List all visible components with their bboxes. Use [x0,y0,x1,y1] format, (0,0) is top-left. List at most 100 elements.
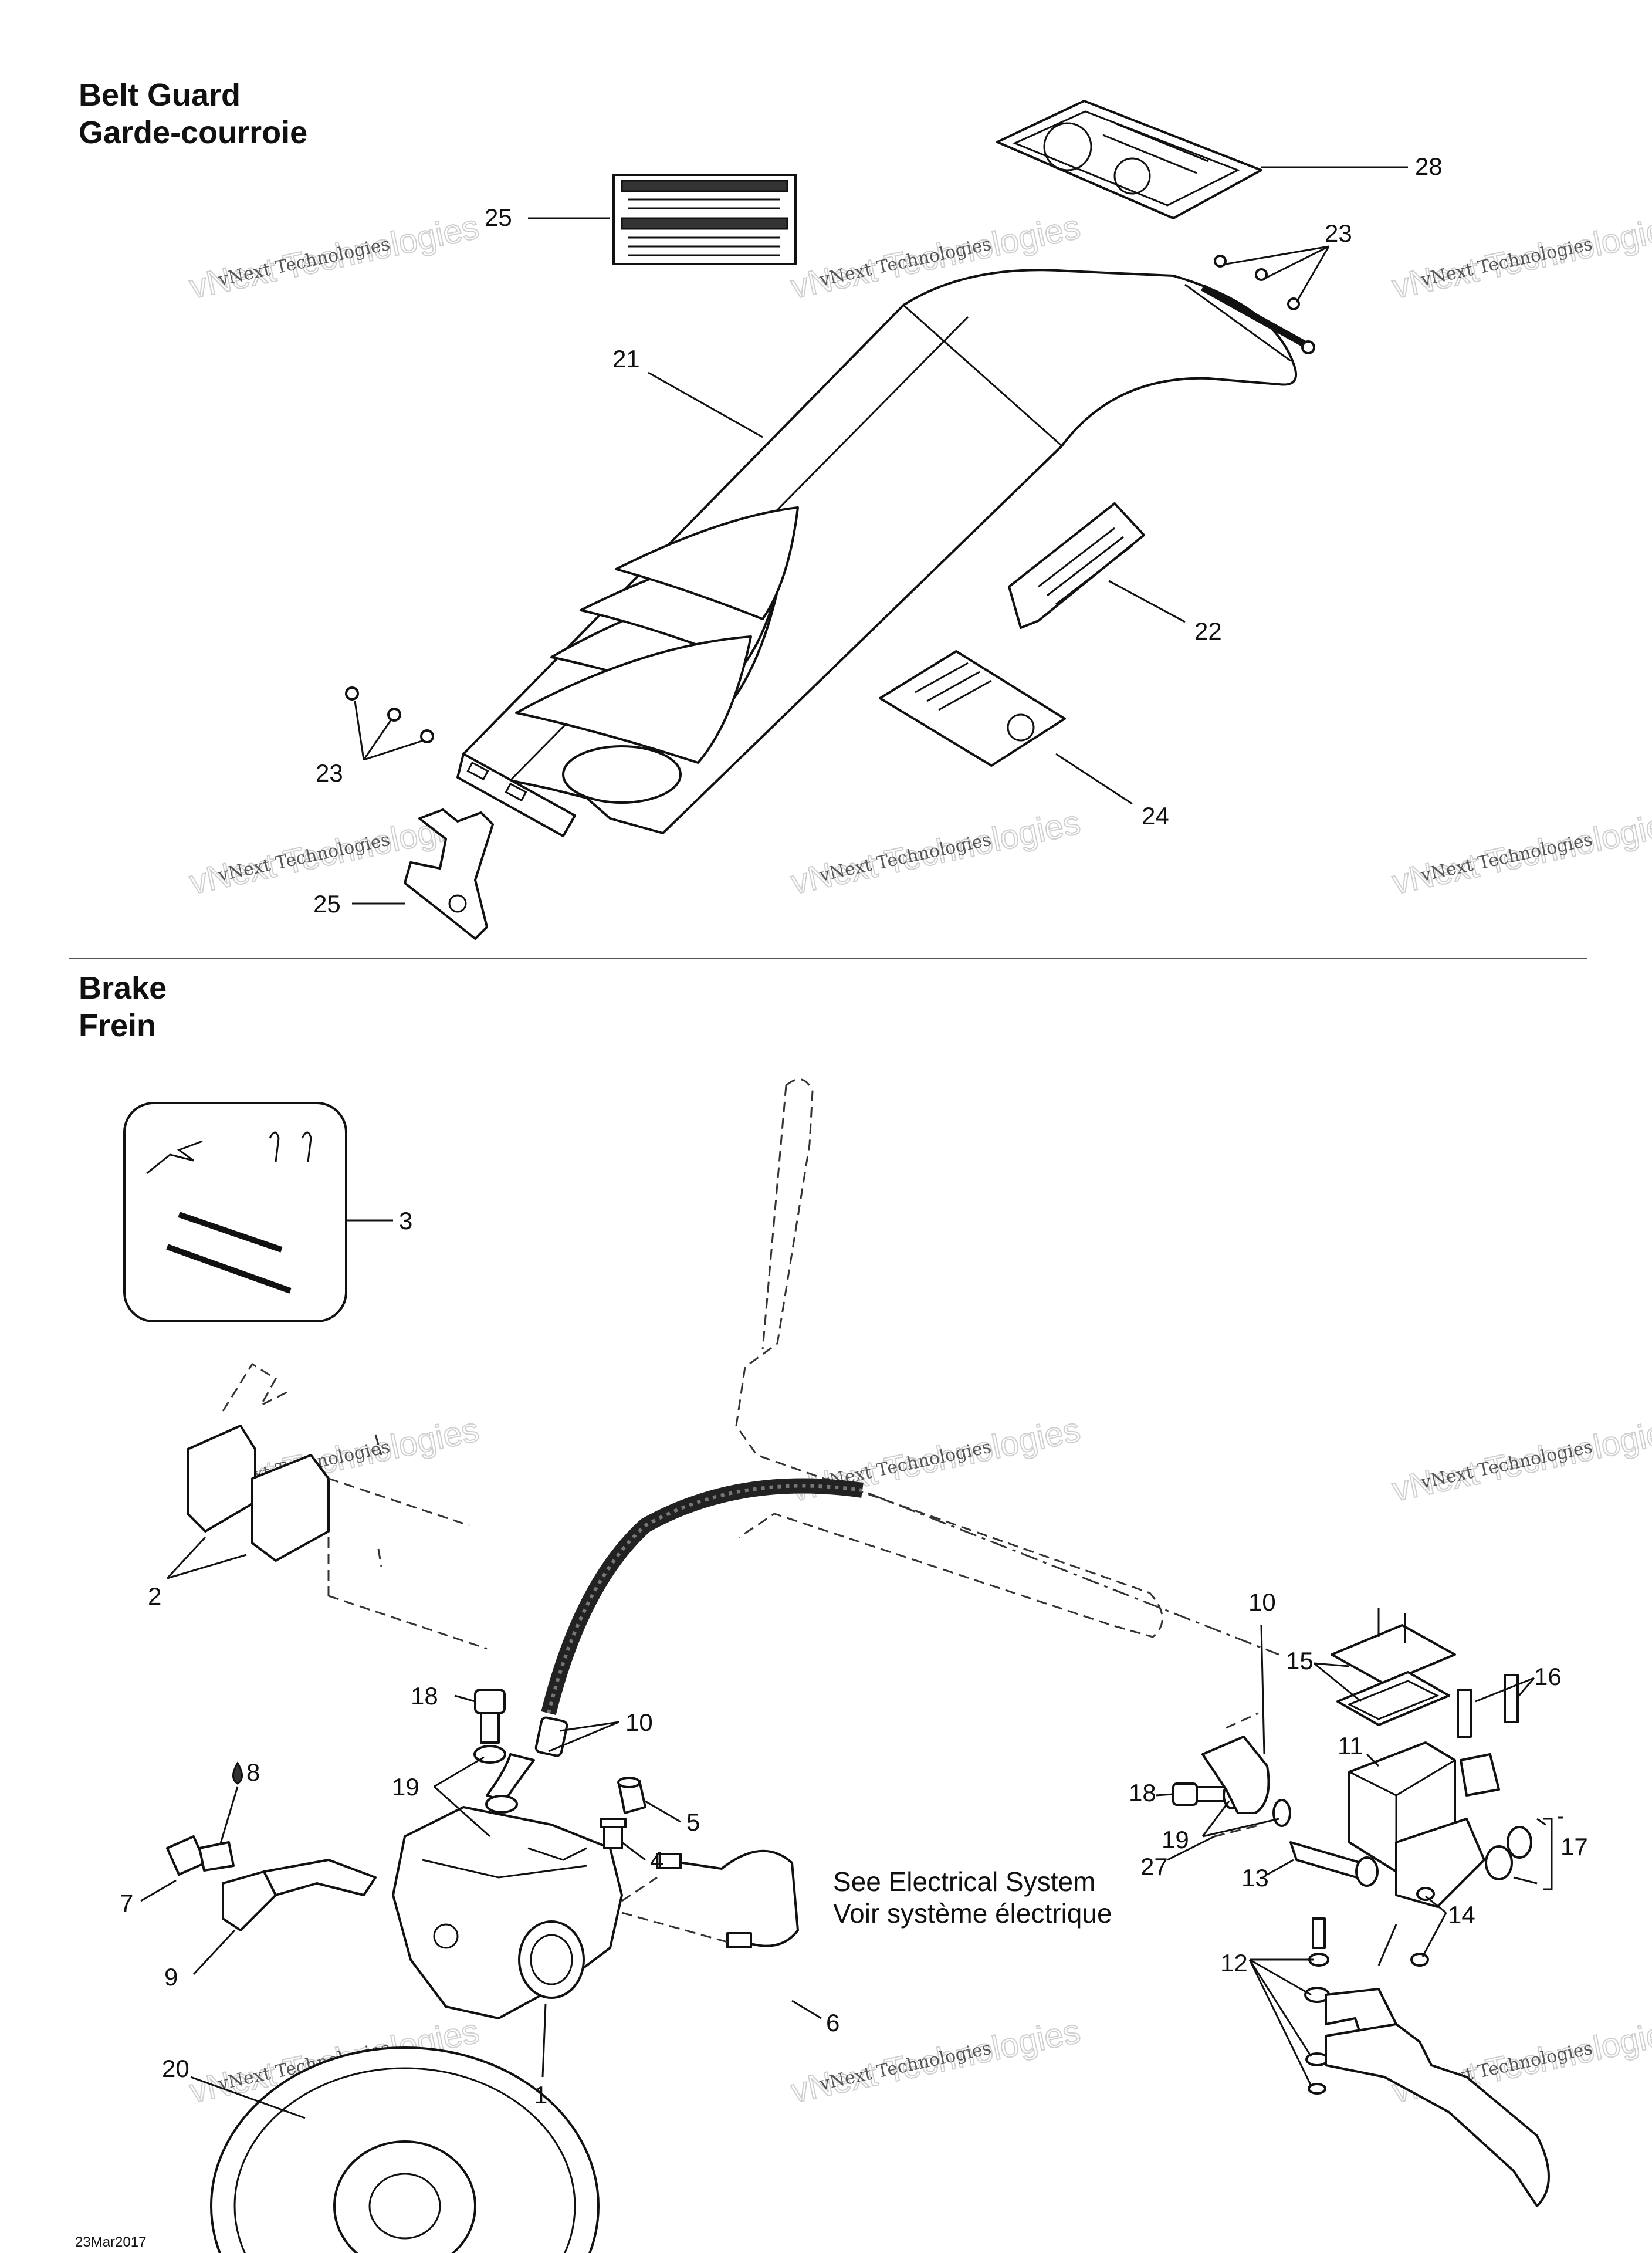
callout-14: 14 [1448,1901,1475,1929]
callout-11: 11 [1338,1732,1363,1760]
nut [345,686,359,701]
callout-20: 20 [162,2055,189,2082]
belt-guard-cover [456,269,1315,837]
handlebar-outline [735,1078,1163,1638]
leader-17 [1536,1818,1546,1826]
date-code: 23Mar2017 [75,2234,147,2250]
callout-4: 4 [650,1846,663,1874]
caliper-detail [527,1847,587,1861]
leader-18-right [1155,1793,1174,1797]
watermark: vNext Technologies vNext Technologies [1389,207,1652,307]
belt-guard-title-en: Belt Guard [79,77,241,113]
callout-8: 8 [246,1758,260,1786]
brake-title: Brake Frein [79,969,167,1044]
leader-19-right [1202,1818,1279,1838]
decal-24 [879,650,1066,767]
brake-pads-2 [187,1362,488,1650]
piston-13 [1289,1841,1379,1887]
leader-12 [1248,1959,1312,2086]
brake-hose-10 [486,1478,1279,1802]
banjo-bolt-18-left [474,1689,506,1744]
callout-16: 16 [1534,1663,1562,1690]
decal-28-graphic [1043,122,1092,171]
callout-2: 2 [148,1582,161,1610]
bolt-head [1172,1782,1198,1806]
leader-24 [1055,753,1133,805]
tool-kit-3 [123,1102,347,1322]
decal-22-text-line [1055,544,1133,605]
callout-10: 10 [1248,1588,1276,1616]
callout-24: 24 [1142,802,1169,830]
decal-28-text-line [1102,134,1197,174]
line-guide [621,1912,728,1943]
kit-pin-tool [146,1140,203,1175]
banjo-bolt-18-right [1172,1782,1227,1806]
bolt-shank [1196,1786,1227,1802]
callout-7: 7 [120,1889,133,1917]
leader-14 [1425,1895,1447,1914]
lever-linkage [1377,1924,1397,1966]
brake-leaders [140,1219,1563,2119]
reservoir-cover-15 [1331,1608,1456,1726]
switch-pin [1513,1876,1538,1885]
caliper-piston-bore [518,1920,585,1999]
threadlocker-drop-icon [232,1761,243,1785]
callout-18: 18 [411,1682,438,1710]
disc-hub [333,2140,476,2253]
callout-19: 19 [1162,1826,1189,1853]
caliper-edge [422,1859,587,1879]
kit-frame [123,1102,347,1322]
clamp-screws-16 [1457,1674,1519,1797]
leader-5 [645,1800,681,1823]
watermark: vNext Technologies vNext Technologies [787,803,1084,902]
leader-23-lower [363,718,393,760]
kit-cotter-pin [301,1131,312,1162]
callout-19: 19 [392,1773,419,1801]
hose-body [541,1478,864,1716]
decal-24-text-line [938,679,992,711]
leader-8 [219,1786,239,1846]
brake-lever [1325,1924,1550,2207]
brake-title-fr: Frein [79,1008,157,1043]
leader-2 [166,1536,206,1579]
decal-24-graphic [1007,713,1035,742]
note-line-fr: Voir système électrique [833,1898,1112,1929]
note-line-en: See Electrical System [833,1866,1096,1897]
disc-inner-ring [233,2067,576,2253]
section-divider [69,958,1587,959]
decal-28-graphic [1113,157,1151,195]
callout-3: 3 [399,1207,412,1234]
decal-22-plate [1008,502,1145,629]
line-guide [621,1876,658,1902]
nut [1255,268,1268,281]
hinge-rod-end [1301,340,1315,354]
bolt-thread [198,1841,235,1872]
hose-banjo [486,1753,535,1802]
callout-15: 15 [1286,1647,1314,1674]
decal-25 [612,174,797,265]
belt-guard-edge-line [1184,283,1291,362]
nut [387,708,401,722]
pad-pin-guide [328,1477,470,1527]
cap-top [617,1777,641,1788]
leader-23-upper [1295,246,1330,303]
hose-end-guide [1226,1712,1259,1729]
switch-17 [1485,1826,1538,1885]
vent [615,506,799,620]
clamp-half [1460,1753,1500,1797]
bolt-head [166,1835,206,1876]
belt-guard-callouts: 28 25 23 21 22 24 23 25 [313,153,1443,918]
wire-27 [1214,1824,1262,1838]
leader-16 [1515,1677,1535,1699]
callout-10: 10 [625,1709,653,1736]
nuts-14 [1410,1887,1435,1967]
line-fitting [656,1853,682,1869]
line-body [662,1849,799,1947]
belt-guard-title-fr: Garde-courroie [79,115,308,150]
bracket-hole [448,894,467,913]
watermark: vNext Technologies vNext Technologies [1389,803,1652,902]
leader-19-left [434,1756,485,1788]
callout-23: 23 [316,759,343,787]
decal-24-text-line [926,671,980,702]
